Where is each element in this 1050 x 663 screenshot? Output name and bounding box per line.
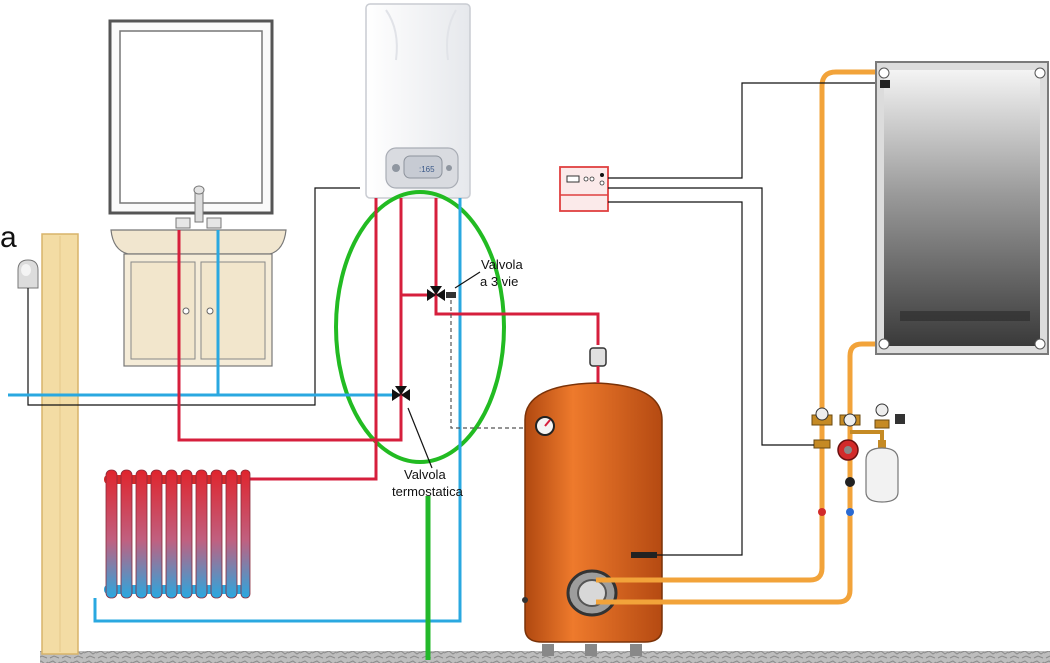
- hot-water-pipes: [177, 198, 600, 481]
- control-wires: [608, 82, 884, 556]
- valve-icon: [392, 386, 410, 401]
- thermometer-icon: [535, 416, 555, 436]
- boiler-icon: :165: [365, 3, 471, 199]
- sink-icon: [110, 185, 287, 367]
- solar-pipes: [596, 69, 884, 605]
- radiator-icon: [104, 469, 251, 599]
- cut-off-label: a: [0, 221, 17, 254]
- svg-text::165: :165: [419, 165, 435, 174]
- arrow-3way: [454, 271, 481, 289]
- mirror-icon: [108, 19, 274, 215]
- valve-highlight: [334, 190, 506, 464]
- valve-3way-label-line2: a 3 vie: [480, 274, 519, 289]
- valve-thermostatic-label-line2: termostatica: [392, 484, 463, 499]
- wall-column: [41, 233, 79, 655]
- arrow-thermo: [407, 407, 433, 469]
- controller-icon: [559, 166, 609, 212]
- valve-icon: [427, 286, 456, 301]
- storage-tank-icon: [522, 347, 663, 656]
- pump-group: [811, 403, 905, 516]
- pump-icon: [837, 439, 859, 461]
- cold-water-pipes: [8, 198, 462, 623]
- expansion-vessel-icon: [865, 440, 899, 503]
- solar-panel-icon: [875, 61, 1049, 355]
- valve-thermostatic-label-line1: Valvola: [404, 467, 446, 482]
- sensor-wire: [27, 187, 360, 406]
- outdoor-sensor-icon: [17, 259, 39, 289]
- thermostat-capillary: [450, 300, 542, 429]
- valve-3way-label-line1: Valvola: [481, 257, 523, 272]
- floor: [40, 651, 1050, 663]
